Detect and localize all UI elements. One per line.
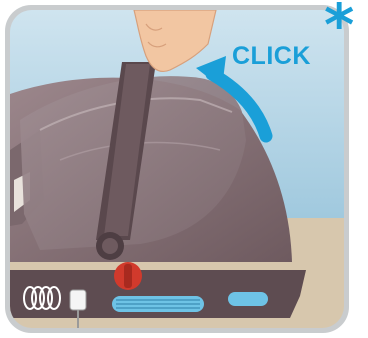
plug-icon [70, 290, 86, 310]
hose-end [228, 292, 268, 306]
knob-grip [124, 264, 132, 288]
asterisk-marker: * [324, 0, 354, 54]
handle-pivot-cap [102, 238, 118, 254]
click-label: CLICK [232, 42, 311, 71]
